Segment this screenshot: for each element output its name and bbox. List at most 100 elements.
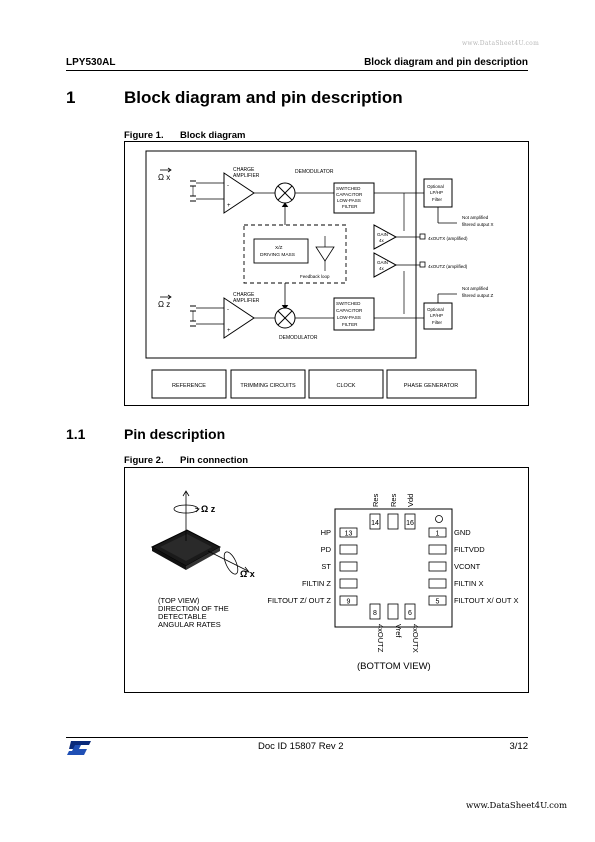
svg-text:GAIN: GAIN xyxy=(377,260,388,265)
pin-10 xyxy=(339,578,358,589)
section-title: Block diagram and pin description xyxy=(124,88,403,107)
pin-3 xyxy=(428,561,447,572)
svg-text:LP/HP: LP/HP xyxy=(430,190,443,195)
svg-text:Filter: Filter xyxy=(432,197,443,202)
pin-16 xyxy=(404,513,416,530)
figure1-title: Block diagram xyxy=(180,130,246,141)
watermark-top: www.DataSheet4U.com xyxy=(462,40,540,47)
gain-x xyxy=(373,224,398,250)
svg-text:FILTER: FILTER xyxy=(342,204,358,209)
charge-amplifier-x xyxy=(223,172,255,214)
pin-label-filtout-x: FILTOUT X/ OUT X xyxy=(454,596,518,605)
not-amplified-x-1: Not amplified xyxy=(462,215,489,220)
svg-text:+: + xyxy=(227,328,231,334)
svg-text:GAIN: GAIN xyxy=(377,232,388,237)
header-part-number: LPY530AL xyxy=(66,57,116,68)
pin-14 xyxy=(369,513,381,530)
pin-7 xyxy=(387,603,399,620)
svg-text:8: 8 xyxy=(373,610,377,617)
feedback-loop-label: Feedback loop xyxy=(300,274,330,279)
svg-text:+: + xyxy=(227,203,231,209)
svg-text:-: - xyxy=(227,307,229,313)
pin-6 xyxy=(404,603,416,620)
top-view-omega-x: Ω x xyxy=(240,569,255,579)
phase-generator-block xyxy=(386,369,477,399)
pin-label-filtin-x: FILTIN X xyxy=(454,579,483,588)
out-z-4x-label: 4xOUTZ (amplified) xyxy=(428,264,468,269)
top-view-caption-1: (TOP VIEW) xyxy=(158,596,200,605)
trimming-circuits-label: TRIMMING CIRCUITS xyxy=(240,383,296,389)
pin-1 xyxy=(428,527,447,538)
subsection-title: Pin description xyxy=(124,426,226,442)
svg-text:4x: 4x xyxy=(379,266,385,271)
not-amplified-z-2: filtered output Z xyxy=(462,293,494,298)
pin-label-gnd: GND xyxy=(454,528,471,537)
clock-label: CLOCK xyxy=(337,383,356,389)
header-section-title: Block diagram and pin description xyxy=(364,57,528,68)
pin-13 xyxy=(339,527,358,538)
pin-11 xyxy=(339,561,358,572)
omega-x-label: Ω x xyxy=(158,173,170,182)
svg-text:9: 9 xyxy=(347,599,351,606)
svg-text:FILTER: FILTER xyxy=(342,322,358,327)
optional-filter-z xyxy=(423,302,453,330)
phase-generator-label: PHASE GENERATOR xyxy=(404,383,459,389)
charge-amp-z-label-1: CHARGE xyxy=(233,292,255,298)
svg-text:CAPACITOR: CAPACITOR xyxy=(336,192,363,197)
xz-driving-mass xyxy=(253,238,309,264)
subsection-number: 1.1 xyxy=(66,426,86,442)
top-view-caption-3: DETECTABLE xyxy=(158,612,207,621)
top-view-caption-2: DIRECTION OF THE xyxy=(158,604,229,613)
charge-amplifier-z xyxy=(223,297,255,339)
svg-text:CAPACITOR: CAPACITOR xyxy=(336,308,363,313)
reference-label: REFERENCE xyxy=(172,383,206,389)
svg-text:4x: 4x xyxy=(379,238,385,243)
svg-text:6: 6 xyxy=(408,610,412,617)
not-amplified-z-1: Not amplified xyxy=(462,286,489,291)
rotation-axis-z xyxy=(173,490,200,541)
pin-label-4xoutx: 4xOUTX xyxy=(411,624,420,653)
not-amplified-x-2: filtered output X xyxy=(462,222,494,227)
st-logo-icon xyxy=(67,741,91,755)
pin-label-filtout-z: FILTOUT Z/ OUT Z xyxy=(267,596,331,605)
pin-label-vdd: Vdd xyxy=(406,494,415,507)
reference-block xyxy=(151,369,227,399)
pin-label-vref: Vref xyxy=(394,624,403,638)
svg-text:SWITCHED: SWITCHED xyxy=(336,186,361,191)
xz-driving-mass-loop xyxy=(243,224,347,284)
svg-text:X/Z: X/Z xyxy=(275,245,283,251)
pin-connection-diagram: Ω z Ω x (TOP VIEW) DIRECTION OF THE DETE… xyxy=(124,467,529,693)
pin-label-hp: HP xyxy=(321,528,331,537)
section-number: 1 xyxy=(66,88,76,107)
footer-page-number: 3/12 xyxy=(509,741,529,752)
pin-label-filtvdd: FILTVDD xyxy=(454,545,485,554)
sense-capacitor-x xyxy=(190,180,224,202)
svg-text:5: 5 xyxy=(436,599,440,606)
charge-amp-x-label-1: CHARGE xyxy=(233,167,255,173)
top-view-omega-z: Ω z xyxy=(201,504,216,514)
figure1-label: Figure 1. xyxy=(124,130,164,141)
switched-filter-z xyxy=(333,297,375,331)
switched-filter-x xyxy=(333,182,375,214)
trimming-circuits-block xyxy=(230,369,306,399)
pin-label-res-1: Res xyxy=(371,493,380,507)
omega-z-symbol: Ω z xyxy=(158,294,172,309)
feedback-amp xyxy=(315,246,335,262)
watermark-bottom: www.DataSheet4U.com xyxy=(466,801,568,811)
pin-4 xyxy=(428,578,447,589)
pin-label-res-2: Res xyxy=(389,493,398,507)
pin-8 xyxy=(369,603,381,620)
svg-text:LOW-PASS: LOW-PASS xyxy=(337,315,361,320)
pin-label-filtin-z: FILTIN Z xyxy=(302,579,331,588)
svg-text:Optional: Optional xyxy=(427,307,444,312)
svg-text:DRIVING MASS: DRIVING MASS xyxy=(260,252,295,258)
svg-text:16: 16 xyxy=(406,520,414,527)
pin-9 xyxy=(339,595,358,606)
omega-x-symbol: Ω x xyxy=(158,167,172,182)
clock-block xyxy=(308,369,384,399)
sense-capacitor-z xyxy=(190,305,224,327)
pin-label-vcont: VCONT xyxy=(454,562,481,571)
header-rule xyxy=(66,70,528,71)
out-x-4x-label: 4xOUTX (amplified) xyxy=(428,236,468,241)
pin-2 xyxy=(428,544,447,555)
